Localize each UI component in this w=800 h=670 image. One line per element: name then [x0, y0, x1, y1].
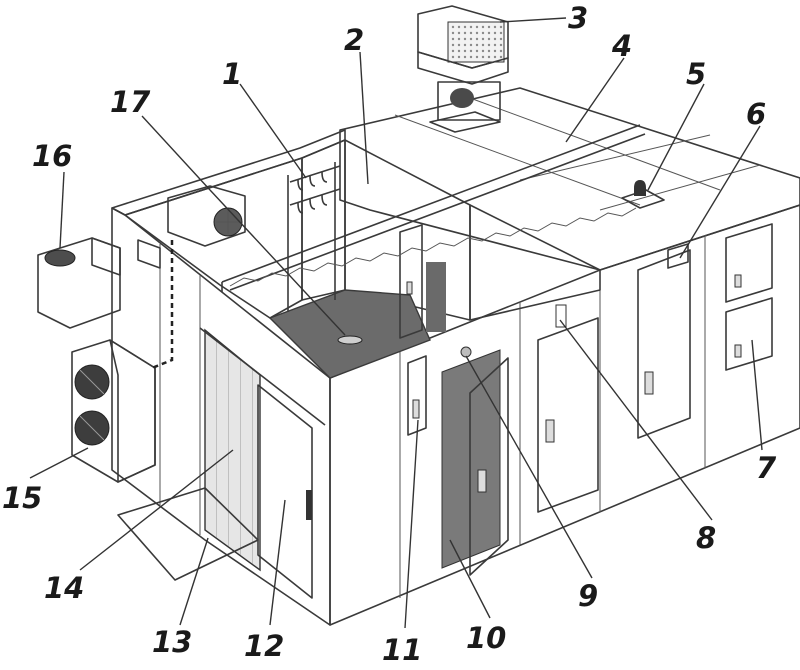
- sliding-door-section: [117, 327, 326, 599]
- callout-11: 11: [382, 633, 422, 667]
- open-door-leaf: [469, 357, 509, 576]
- callout-5: 5: [686, 57, 706, 91]
- wall-condenser-unit: [37, 237, 121, 329]
- front-wall: [329, 204, 800, 626]
- callout-14: 14: [44, 571, 84, 605]
- callout-16: 16: [32, 139, 72, 173]
- callout-10: 10: [466, 621, 506, 655]
- door-opening: [441, 349, 501, 569]
- interior-floor: [268, 289, 431, 379]
- sliding-door: [257, 384, 313, 599]
- callout-13: 13: [152, 625, 192, 659]
- callout-3: 3: [568, 1, 588, 35]
- callout-8: 8: [696, 521, 716, 555]
- callout-2: 2: [344, 23, 364, 57]
- roof-valve: [621, 180, 665, 209]
- refrigerant-line: [151, 240, 174, 370]
- callout-17: 17: [110, 85, 151, 119]
- callout-9: 9: [578, 579, 598, 613]
- outdoor-condensing-unit: [71, 339, 156, 483]
- leader-lines: [29, 17, 763, 629]
- callout-15: 15: [2, 481, 42, 515]
- callout-6: 6: [746, 97, 766, 131]
- callout-1: 1: [222, 57, 242, 91]
- callout-4: 4: [611, 29, 632, 63]
- ramp: [117, 487, 259, 581]
- callout-12: 12: [244, 629, 284, 663]
- callout-7: 7: [756, 451, 777, 485]
- meat-hooks: [289, 165, 341, 214]
- front-doors: [407, 223, 773, 576]
- room-structure: [111, 87, 800, 626]
- roof-truss: [221, 124, 646, 292]
- roof-condensing-unit: [417, 5, 509, 133]
- evaporator-unit: [167, 185, 246, 247]
- callout-labels: 1 2 3 4 5 6 7 8 9 10 11 12 13 14 15 16 1…: [2, 1, 777, 667]
